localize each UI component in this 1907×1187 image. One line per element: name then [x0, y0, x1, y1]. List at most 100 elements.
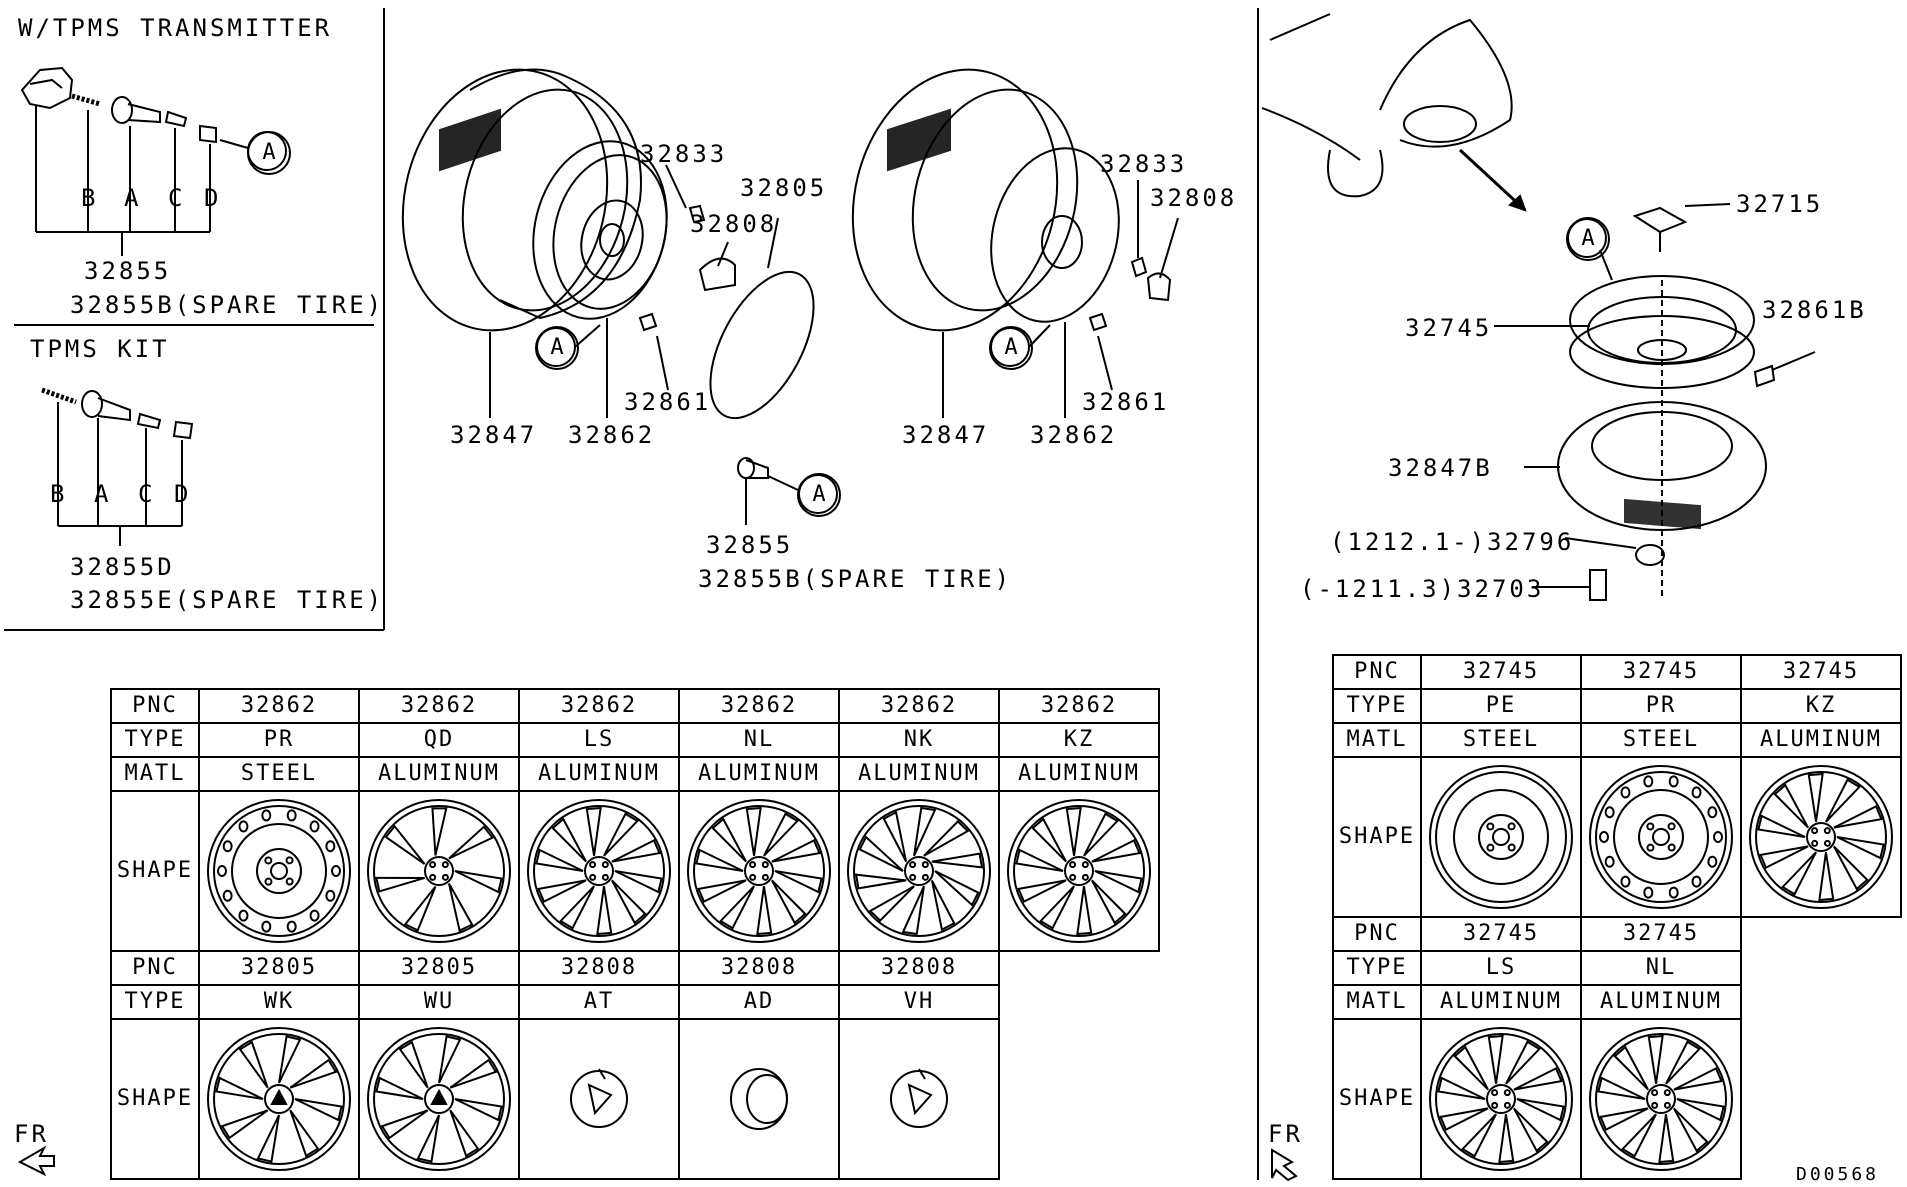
left-table-bottom-type-0: WK	[198, 984, 360, 1020]
center-valve-pnc: 32855	[706, 531, 794, 559]
tpms-transmitter-parts-icon	[20, 66, 287, 256]
right-wheel-pnc: 32862	[1030, 421, 1118, 449]
right-table-bottom-matl-header: MATL	[1332, 984, 1422, 1020]
left-table-top-shape-4	[838, 790, 1000, 952]
right-table-empty-cell	[1741, 951, 1901, 985]
left-tire-pnc: 32847	[450, 421, 538, 449]
left-nut-pnc: 32833	[640, 140, 728, 168]
left-cap-pnc: 32808	[690, 210, 778, 238]
left-table-bottom-pnc-3: 32808	[678, 950, 840, 986]
left-table-bottom-pnc-2: 32808	[518, 950, 680, 986]
left-table-bottom-shape-3	[678, 1018, 840, 1180]
left-weight-pnc: 32861	[624, 388, 712, 416]
tpms-kit-title: TPMS KIT	[30, 335, 170, 363]
left-table-top-matl-1: ALUMINUM	[358, 756, 520, 792]
right-table-shape-header: SHAPE	[1332, 756, 1422, 918]
right-table-bottom-pnc-header: PNC	[1332, 916, 1422, 952]
kit-letter-d: D	[174, 480, 192, 508]
left-table-bottom-type-4: VH	[838, 984, 1000, 1020]
left-table-bottom-pnc-header: PNC	[110, 950, 200, 986]
right-table-matl-header: MATL	[1332, 722, 1422, 758]
left-table-bottom-shape-header: SHAPE	[110, 1018, 200, 1180]
kit-spare-pnc: 32855E(SPARE TIRE)	[70, 586, 385, 614]
right-table-bottom-matl-0: ALUMINUM	[1420, 984, 1582, 1020]
left-table-top-pnc-2: 32862	[518, 688, 680, 724]
left-table-bottom-shape-2	[518, 1018, 680, 1180]
left-table-top-type-1: QD	[358, 722, 520, 758]
left-table-bottom-shape-4	[838, 1018, 1000, 1180]
left-table-top-shape-0	[198, 790, 360, 952]
spare-bolt-pnc: (-1211.3)32703	[1300, 575, 1545, 603]
left-table-top-type-5: KZ	[998, 722, 1160, 758]
fr-arrow-right-icon	[1271, 1148, 1298, 1182]
right-table-bottom-matl-1: ALUMINUM	[1580, 984, 1742, 1020]
left-table-bottom-pnc-1: 32805	[358, 950, 520, 986]
left-table-bottom-type-2: AT	[518, 984, 680, 1020]
left-table-top-matl-4: ALUMINUM	[838, 756, 1000, 792]
right-table-empty-cell	[1741, 917, 1901, 951]
right-table-top-matl-2: ALUMINUM	[1740, 722, 1902, 758]
left-table-empty-cell	[999, 951, 1159, 985]
kit-letter-b: B	[50, 480, 68, 508]
left-table-top-type-3: NL	[678, 722, 840, 758]
right-table-top-matl-1: STEEL	[1580, 722, 1742, 758]
right-table-top-matl-0: STEEL	[1420, 722, 1582, 758]
callout-a-1: A	[247, 131, 291, 175]
center-valve-spare: 32855B(SPARE TIRE)	[698, 565, 1013, 593]
spare-wheel-pnc: 32745	[1405, 314, 1493, 342]
left-table-top-shape-2	[518, 790, 680, 952]
kit-letter-a: A	[94, 480, 112, 508]
left-table-empty-cell	[999, 1019, 1159, 1179]
right-table-top-pnc-0: 32745	[1420, 654, 1582, 690]
right-table-empty-cell	[1741, 1019, 1901, 1179]
spare-weight-pnc: 32861B	[1762, 296, 1867, 324]
right-weight-pnc: 32861	[1082, 388, 1170, 416]
left-table-top-matl-2: ALUMINUM	[518, 756, 680, 792]
diagram-code: D00568	[1796, 1164, 1880, 1185]
left-table-top-pnc-5: 32862	[998, 688, 1160, 724]
left-table-bottom-shape-0	[198, 1018, 360, 1180]
right-table-top-type-2: KZ	[1740, 688, 1902, 724]
left-table-top-pnc-1: 32862	[358, 688, 520, 724]
right-table-top-pnc-1: 32745	[1580, 654, 1742, 690]
tpms-pnc: 32855	[84, 257, 172, 285]
right-table-bottom-type-0: LS	[1420, 950, 1582, 986]
left-table-top-type-4: NK	[838, 722, 1000, 758]
callout-a-5: A	[1566, 217, 1610, 261]
left-table-bottom-type-1: WU	[358, 984, 520, 1020]
fr-label-right: FR	[1268, 1120, 1303, 1148]
right-table-bottom-shape-1	[1580, 1018, 1742, 1180]
right-table-empty-cell	[1741, 985, 1901, 1019]
left-table-empty-cell	[999, 985, 1159, 1019]
right-cap-pnc: 32808	[1150, 184, 1238, 212]
right-table-type-header: TYPE	[1332, 688, 1422, 724]
callout-a-2: A	[535, 326, 579, 370]
left-table-top-matl-0: STEEL	[198, 756, 360, 792]
spare-tire-assembly-icon	[1261, 13, 1816, 601]
left-table-bottom-pnc-4: 32808	[838, 950, 1000, 986]
left-table-top-type-0: PR	[198, 722, 360, 758]
right-table-top-type-0: PE	[1420, 688, 1582, 724]
left-table-bottom-type-header: TYPE	[110, 984, 200, 1020]
left-table-bottom-pnc-0: 32805	[198, 950, 360, 986]
left-table-top-matl-3: ALUMINUM	[678, 756, 840, 792]
tpms-spare-pnc: 32855B(SPARE TIRE)	[70, 291, 385, 319]
tpms-letter-a: A	[124, 184, 142, 212]
left-table-top-pnc-0: 32862	[198, 688, 360, 724]
right-table-top-shape-1	[1580, 756, 1742, 918]
tpms-letter-b: B	[81, 184, 99, 212]
left-table-top-shape-5	[998, 790, 1160, 952]
right-table-bottom-shape-header: SHAPE	[1332, 1018, 1422, 1180]
spare-tire-pnc: 32847B	[1388, 454, 1493, 482]
kit-pnc: 32855D	[70, 553, 175, 581]
callout-a-4: A	[797, 473, 841, 517]
right-table-bottom-type-header: TYPE	[1332, 950, 1422, 986]
right-table-bottom-pnc-0: 32745	[1420, 916, 1582, 952]
left-table-top-pnc-4: 32862	[838, 688, 1000, 724]
right-table-top-shape-2	[1740, 756, 1902, 918]
spare-bracket-pnc: 32715	[1736, 190, 1824, 218]
fr-arrow-left-icon	[17, 1145, 55, 1177]
right-table-bottom-type-1: NL	[1580, 950, 1742, 986]
